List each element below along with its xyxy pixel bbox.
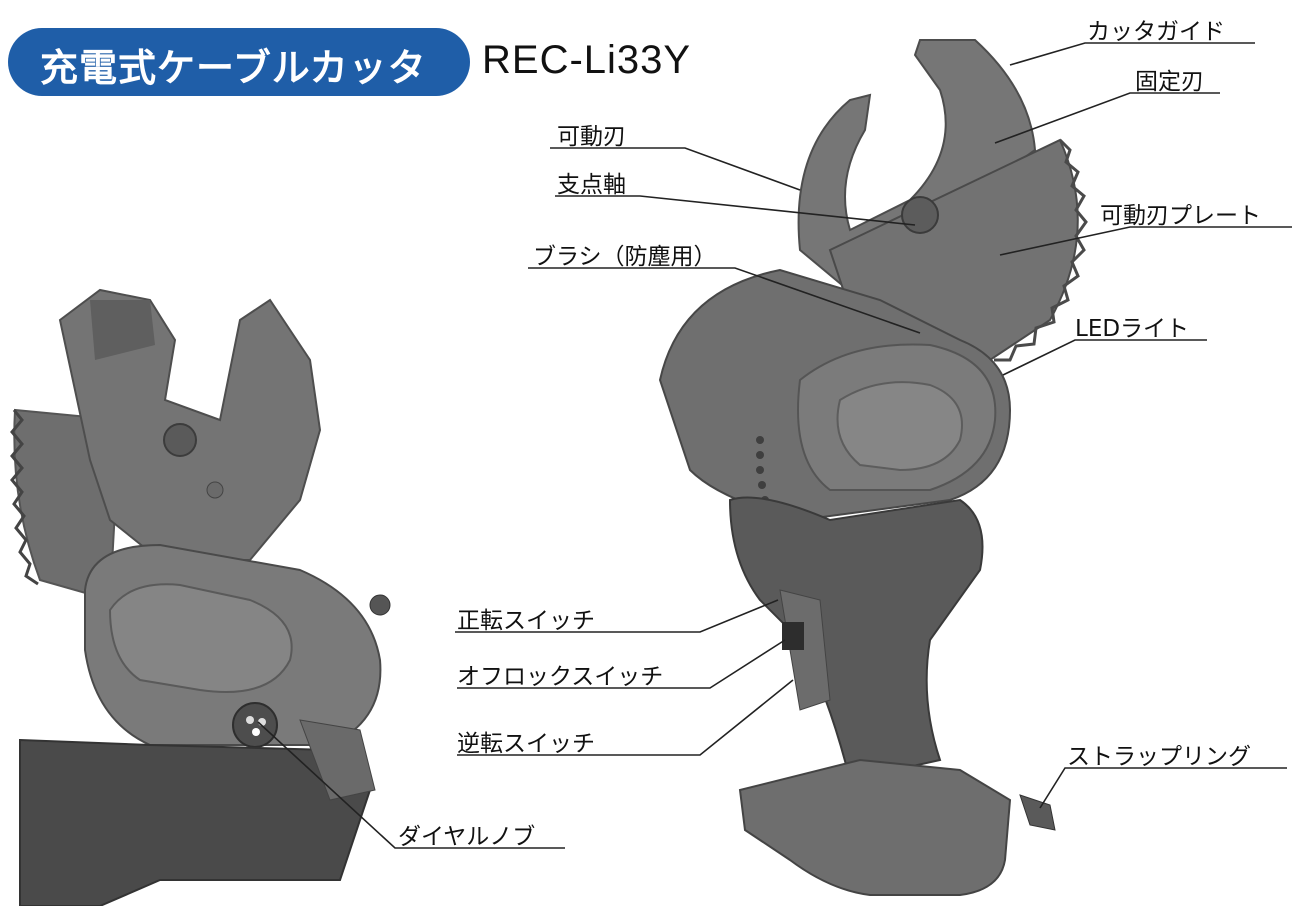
model-number: REC-Li33Y bbox=[482, 38, 692, 82]
label-off-lock-switch: オフロックスイッチ bbox=[457, 664, 664, 690]
leader-lines bbox=[257, 42, 1292, 849]
label-dial-knob: ダイヤルノブ bbox=[398, 824, 536, 850]
product-title-badge bbox=[8, 28, 470, 96]
label-movable-blade-plate: 可動刃プレート bbox=[1100, 203, 1261, 229]
label-led-light: LEDライト bbox=[1075, 316, 1190, 342]
label-movable-blade: 可動刃 bbox=[557, 124, 626, 150]
label-reverse-switch: 逆転スイッチ bbox=[457, 731, 595, 757]
label-pivot-shaft: 支点軸 bbox=[557, 172, 626, 198]
label-fixed-blade: 固定刃 bbox=[1135, 69, 1204, 95]
right-tool-view bbox=[658, 39, 1088, 896]
label-forward-switch: 正転スイッチ bbox=[457, 608, 595, 634]
left-tool-view bbox=[10, 288, 391, 906]
product-name: 充電式ケーブルカッタ bbox=[40, 46, 427, 90]
label-cutter-guide: カッタガイド bbox=[1087, 19, 1225, 45]
label-strap-ring: ストラップリング bbox=[1067, 744, 1251, 770]
label-brush: ブラシ（防塵用） bbox=[533, 244, 717, 270]
